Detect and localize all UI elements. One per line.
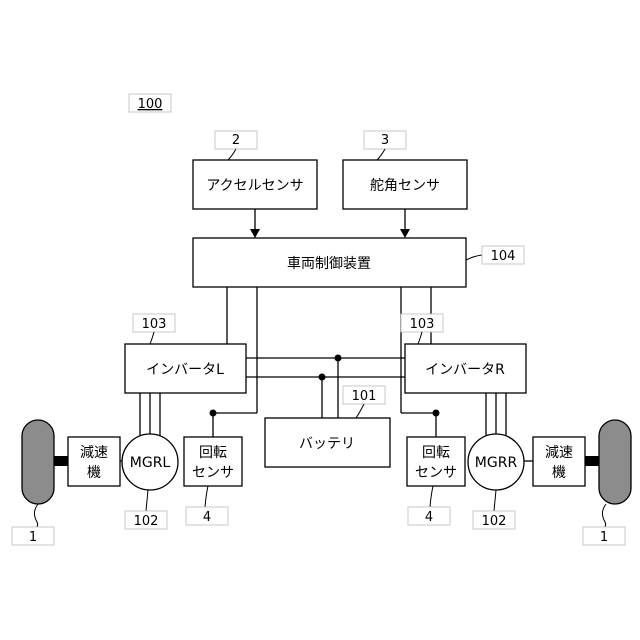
inverter-left-label: インバータL xyxy=(146,362,224,378)
battery-leader xyxy=(356,404,364,418)
vehicle-controller-ref: 104 xyxy=(491,249,516,264)
figure-ref: 100 xyxy=(129,94,171,112)
wheel-right-block: 1 xyxy=(583,420,631,545)
reducer-left-block: 減速 機 xyxy=(68,437,122,486)
three-phase-lines-left xyxy=(140,393,160,436)
rotation-sensor-right-line2: センサ xyxy=(415,465,457,481)
rotation-sensor-left-block: 回転 センサ 4 xyxy=(184,410,242,526)
inverter-right-ref: 103 xyxy=(410,317,435,332)
steer-sensor-ref: 3 xyxy=(381,133,389,148)
battery-ref: 101 xyxy=(352,389,377,404)
steer-sensor-label: 舵角センサ xyxy=(370,178,440,194)
reducer-left-line2: 機 xyxy=(87,465,101,481)
accel-sensor-block: 2 アクセルセンサ xyxy=(193,131,317,209)
sensor-junction-dot xyxy=(210,410,217,417)
accel-arrow-head xyxy=(250,229,260,238)
steer-sensor-leader xyxy=(377,149,385,160)
motor-left-label: MGRL xyxy=(130,455,171,471)
wheel-left xyxy=(22,420,54,504)
vehicle-controller-leader xyxy=(466,255,482,260)
steer-sensor-block: 3 舵角センサ xyxy=(343,131,467,209)
sensor-junction-dot xyxy=(433,410,440,417)
reducer-right-line2: 機 xyxy=(552,465,566,481)
rotation-sensor-left-line2: センサ xyxy=(192,465,234,481)
inverter-left-block: 103 インバータL xyxy=(125,314,246,393)
wheel-right xyxy=(599,420,631,504)
axle-right xyxy=(585,456,599,466)
inverter-right-label: インバータR xyxy=(425,362,505,378)
rotation-sensor-right-block: 回転 センサ 4 xyxy=(407,410,465,526)
inverter-left-ref: 103 xyxy=(142,317,167,332)
reducer-right-block: 減速 機 xyxy=(524,437,585,486)
vehicle-controller-label: 車両制御装置 xyxy=(287,255,371,272)
wheel-right-ref: 1 xyxy=(600,530,608,545)
motor-right-leader xyxy=(494,490,496,511)
rotation-sensor-right-leader xyxy=(430,486,433,507)
axle-left xyxy=(54,456,68,466)
inverter-left-leader xyxy=(150,332,154,344)
reducer-left-line1: 減速 xyxy=(80,444,108,461)
inverter-right-leader xyxy=(418,332,422,344)
three-phase-lines-right xyxy=(486,393,506,436)
steer-arrow-head xyxy=(400,229,410,238)
inverter-right-block: 103 インバータR xyxy=(401,314,526,393)
wheel-left-leader xyxy=(34,504,38,530)
motor-left-leader xyxy=(146,490,148,511)
rotation-sensor-right-ref: 4 xyxy=(425,510,433,525)
rotation-sensor-right-line1: 回転 xyxy=(422,445,450,461)
motor-right-label: MGRR xyxy=(475,455,518,471)
sensor-arrows xyxy=(250,209,410,238)
reducer-right-line1: 減速 xyxy=(545,444,573,461)
motor-right-ref: 102 xyxy=(482,514,507,529)
accel-sensor-label: アクセルセンサ xyxy=(206,178,303,194)
figure-ref-label: 100 xyxy=(138,97,163,112)
rotation-sensor-left-line1: 回転 xyxy=(199,445,227,461)
battery-block: 101 バッテリ xyxy=(265,386,390,467)
vehicle-controller-block: 車両制御装置 104 xyxy=(193,238,524,287)
accel-sensor-leader xyxy=(228,149,236,160)
rotation-sensor-left-leader xyxy=(205,486,208,507)
rotation-sensor-left-ref: 4 xyxy=(203,510,211,525)
motor-left-ref: 102 xyxy=(134,514,159,529)
accel-sensor-ref: 2 xyxy=(232,133,240,148)
motor-left-block: MGRL 102 xyxy=(122,434,178,529)
wheel-left-block: 1 xyxy=(12,420,54,545)
wheel-right-leader xyxy=(602,504,606,530)
battery-label: バッテリ xyxy=(299,436,355,452)
wheel-left-ref: 1 xyxy=(29,530,37,545)
motor-right-block: MGRR 102 xyxy=(468,434,524,529)
